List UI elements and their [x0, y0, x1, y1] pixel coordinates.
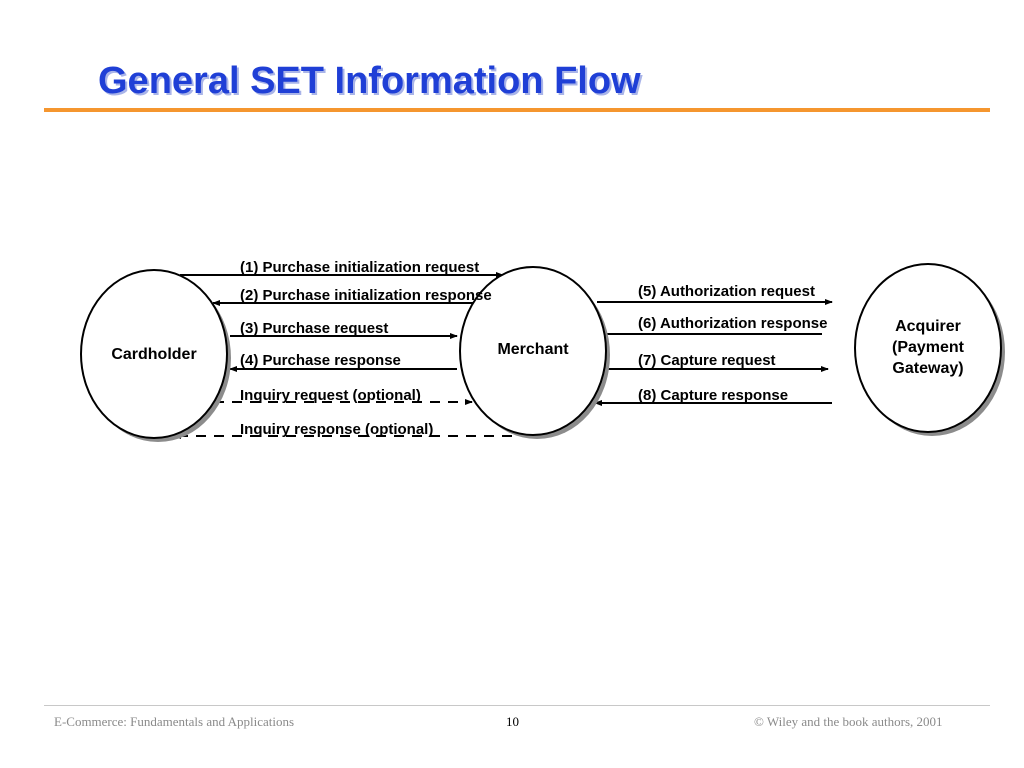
merchant-node: Merchant	[459, 266, 610, 439]
footer-course-title: E-Commerce: Fundamentals and Application…	[54, 714, 295, 729]
flow-labels: (1) Purchase initialization request (2) …	[240, 259, 827, 438]
acquirer-ellipse	[854, 263, 1002, 433]
acquirer-label-line2: (Payment	[892, 339, 965, 356]
flow-label-f5: (5) Authorization request	[638, 283, 815, 300]
merchant-acquirer-arrows	[594, 299, 833, 406]
title-rule	[44, 108, 990, 112]
acquirer-label-line3: Gateway)	[892, 360, 963, 377]
cardholder-merchant-arrows	[173, 272, 512, 439]
acquirer-node: Acquirer (Payment Gateway)	[854, 263, 1005, 436]
flow-label-inquiry-request: Inquiry request (optional)	[240, 387, 421, 404]
flow-label-f3: (3) Purchase request	[240, 320, 388, 337]
footer-rule	[44, 705, 990, 706]
flow-label-inquiry-response: Inquiry response (optional)	[240, 421, 433, 438]
flow-label-f6: (6) Authorization response	[638, 315, 827, 332]
flow-label-f7: (7) Capture request	[638, 352, 776, 369]
merchant-ellipse	[459, 266, 607, 436]
flow-label-f4: (4) Purchase response	[240, 352, 401, 369]
cardholder-label: Cardholder	[111, 346, 196, 363]
footer-page-number: 10	[506, 714, 519, 729]
flow-label-f2: (2) Purchase initialization response	[240, 287, 492, 304]
slide-title: General SET Information Flow	[98, 60, 641, 102]
footer-copyright: © Wiley and the book authors, 2001	[754, 714, 943, 729]
flow-label-f1: (1) Purchase initialization request	[240, 259, 479, 276]
acquirer-label-line1: Acquirer	[895, 318, 961, 335]
cardholder-node: Cardholder	[80, 269, 231, 442]
merchant-label: Merchant	[497, 341, 569, 358]
flow-label-f8: (8) Capture response	[638, 387, 788, 404]
cardholder-ellipse	[80, 269, 228, 439]
